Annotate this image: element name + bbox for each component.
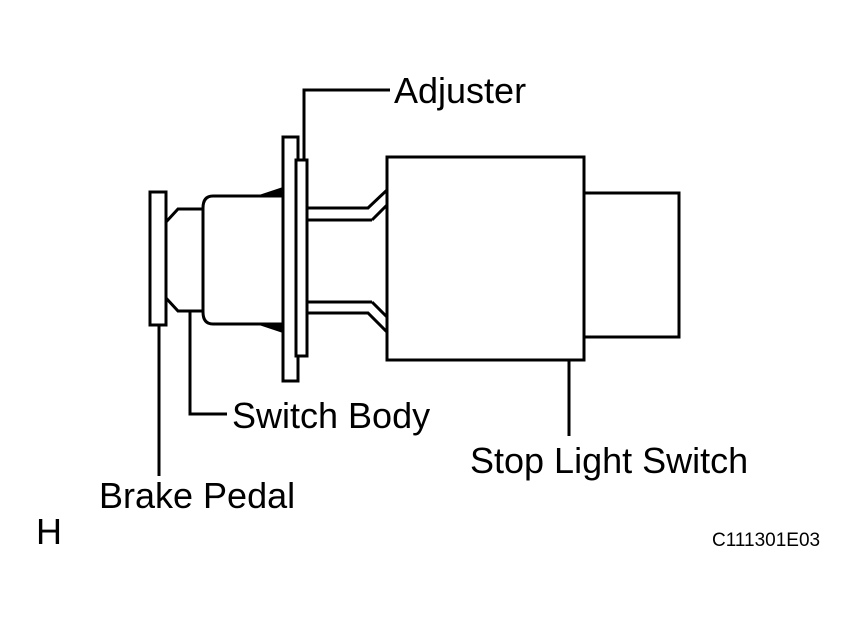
brake-pedal-label: Brake Pedal [99, 475, 296, 516]
switch-connector [582, 191, 681, 339]
switch-shaft [305, 186, 389, 336]
figure-code: C111301E03 [712, 530, 821, 551]
adjuster-label: Adjuster [394, 70, 527, 111]
brake-pedal-plate [148, 190, 168, 327]
adjuster-leader [302, 88, 390, 160]
shaft-chamfer-bottom [370, 300, 389, 319]
shaft-chamfer-top [370, 203, 389, 222]
stop-light-switch-label: Stop Light Switch [470, 440, 749, 481]
plunger-left [164, 207, 205, 313]
stop-light-switch-housing [385, 155, 586, 362]
switch-body-label: Switch Body [232, 395, 431, 436]
adjuster-nut [294, 158, 309, 358]
view-letter: H [36, 511, 62, 552]
switch-body [201, 194, 297, 326]
switch-body-leader [188, 312, 227, 416]
